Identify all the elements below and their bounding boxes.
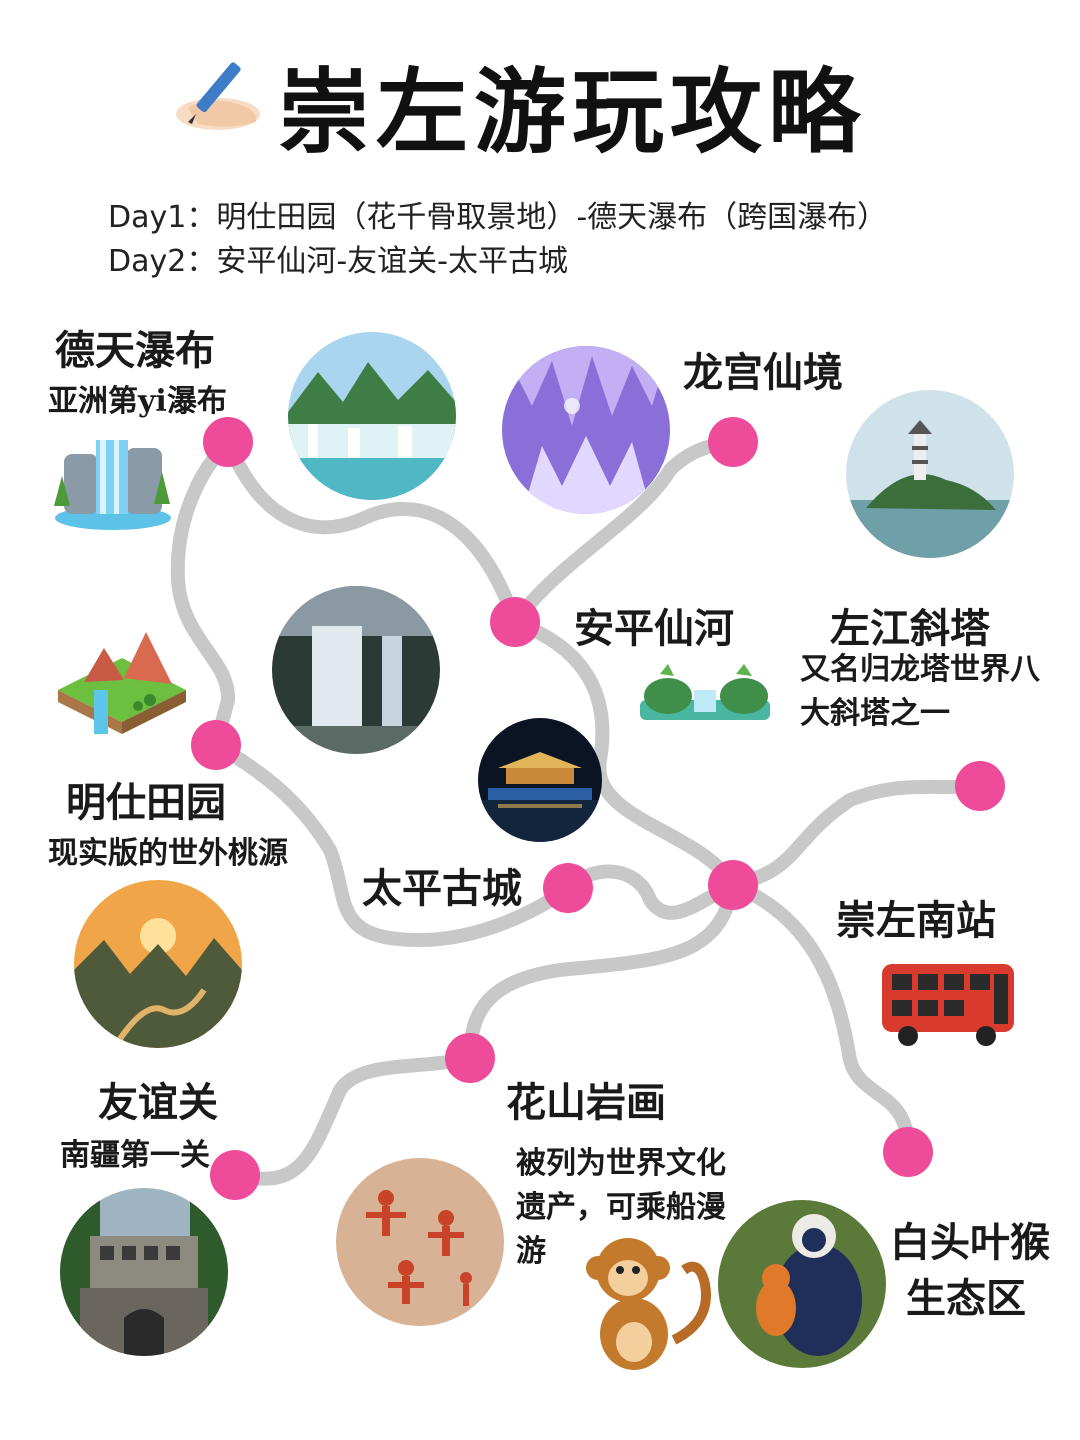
place-name-huashan: 花山岩画 xyxy=(506,1079,666,1126)
route-station-monkey xyxy=(726,878,916,1159)
stop-station-east xyxy=(955,761,1005,811)
route-anping-station xyxy=(508,615,740,892)
place-desc-zuojiang-2: 大斜塔之一 xyxy=(800,696,950,731)
place-name-mingshi: 明仕田园 xyxy=(66,779,226,826)
place-desc-huashan-2: 遗产，可乘船漫 xyxy=(516,1190,726,1225)
place-name-anping: 安平仙河 xyxy=(574,605,734,652)
pen-hand-icon xyxy=(168,52,268,136)
place-desc-mingshi: 现实版的世外桃源 xyxy=(48,836,288,871)
place-desc-huashan-3: 游 xyxy=(516,1234,546,1269)
itinerary-day1: Day1：明仕田园（花千骨取景地）-德天瀑布（跨国瀑布） xyxy=(108,200,888,235)
photo-detian-waterfall xyxy=(288,332,456,500)
place-desc-detian: 亚洲第yi瀑布 xyxy=(48,384,227,419)
place-name-longgong: 龙宫仙境 xyxy=(683,349,843,396)
photo-white-headed-langur xyxy=(718,1200,886,1368)
route-stops xyxy=(191,417,1005,1200)
place-name-zuojiang: 左江斜塔 xyxy=(830,605,990,652)
route-detian-mingshi xyxy=(170,435,235,752)
route-anping-longgong xyxy=(508,435,740,629)
photo-youyi-gate xyxy=(60,1188,228,1356)
place-name-detian: 德天瀑布 xyxy=(55,327,215,374)
place-name-monkey-1: 白头叶猴 xyxy=(890,1219,1050,1266)
route-huashan-youyi xyxy=(228,1051,477,1186)
place-desc-huashan-1: 被列为世界文化 xyxy=(516,1146,726,1181)
photo-mingshi-falls xyxy=(272,586,440,754)
itinerary-day2: Day2：安平仙河-友谊关-太平古城 xyxy=(108,244,568,279)
stop-taiping xyxy=(543,863,593,913)
route-station-east xyxy=(726,779,987,892)
photo-longgong-cave xyxy=(502,346,670,514)
photo-huashan-rock-art xyxy=(336,1158,504,1326)
photo-taiping-night xyxy=(478,718,602,842)
route-taiping-station xyxy=(561,864,740,920)
route-mingshi-taiping xyxy=(209,738,575,947)
place-desc-youyi: 南疆第一关 xyxy=(60,1138,210,1173)
stop-longgong xyxy=(708,417,758,467)
stop-huashan xyxy=(445,1033,495,1083)
stop-detian xyxy=(203,417,253,467)
stop-station xyxy=(708,860,758,910)
route-lines xyxy=(170,435,987,1186)
photo-mingshi-valley xyxy=(74,880,242,1048)
route-detian-anping xyxy=(221,435,522,629)
monkey-icon xyxy=(574,1230,714,1378)
stop-monkey xyxy=(883,1127,933,1177)
page-title: 崇左游玩攻略 xyxy=(278,59,867,166)
place-name-station: 崇左南站 xyxy=(836,897,996,944)
place-desc-zuojiang-1: 又名归龙塔世界八 xyxy=(800,652,1040,687)
place-name-youyi: 友谊关 xyxy=(98,1079,218,1126)
route-station-huashan xyxy=(463,878,740,1065)
waterfall-icon xyxy=(52,432,174,532)
valley-icon xyxy=(54,628,190,736)
place-name-taiping: 太平古城 xyxy=(362,865,522,912)
stop-mingshi xyxy=(191,720,241,770)
stop-anping xyxy=(490,597,540,647)
river-icon xyxy=(640,662,770,722)
stop-youyi xyxy=(210,1150,260,1200)
bus-icon xyxy=(878,958,1018,1048)
place-name-monkey-2: 生态区 xyxy=(906,1275,1026,1322)
photo-zuojiang-tower xyxy=(846,390,1014,558)
